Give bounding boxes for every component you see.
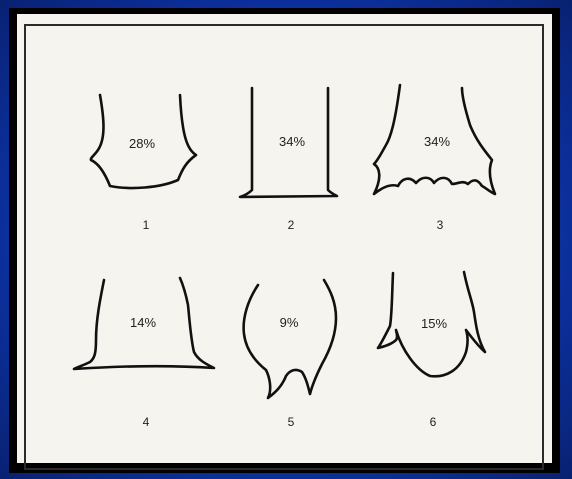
- figure-3-number: 3: [437, 218, 444, 232]
- figure-4: 14% 4: [74, 278, 214, 429]
- figure-2: 34% 2: [240, 88, 337, 232]
- figure-6-percent: 15%: [421, 316, 447, 331]
- figure-5-number: 5: [288, 415, 295, 429]
- figure-5-outline: [244, 280, 336, 398]
- figure-3: 34% 3: [374, 85, 495, 232]
- figure-5-percent: 9%: [280, 315, 299, 330]
- figure-2-percent: 34%: [279, 134, 305, 149]
- figure-6-number: 6: [430, 415, 437, 429]
- figure-2-number: 2: [288, 218, 295, 232]
- figure-4-percent: 14%: [130, 315, 156, 330]
- figure-3-percent: 34%: [424, 134, 450, 149]
- figure-4-number: 4: [143, 415, 150, 429]
- figure-1: 28% 1: [91, 95, 196, 232]
- figure-1-number: 1: [143, 218, 150, 232]
- figure-5: 9% 5: [244, 280, 336, 429]
- figure-1-percent: 28%: [129, 136, 155, 151]
- figure-6: 15% 6: [378, 272, 485, 429]
